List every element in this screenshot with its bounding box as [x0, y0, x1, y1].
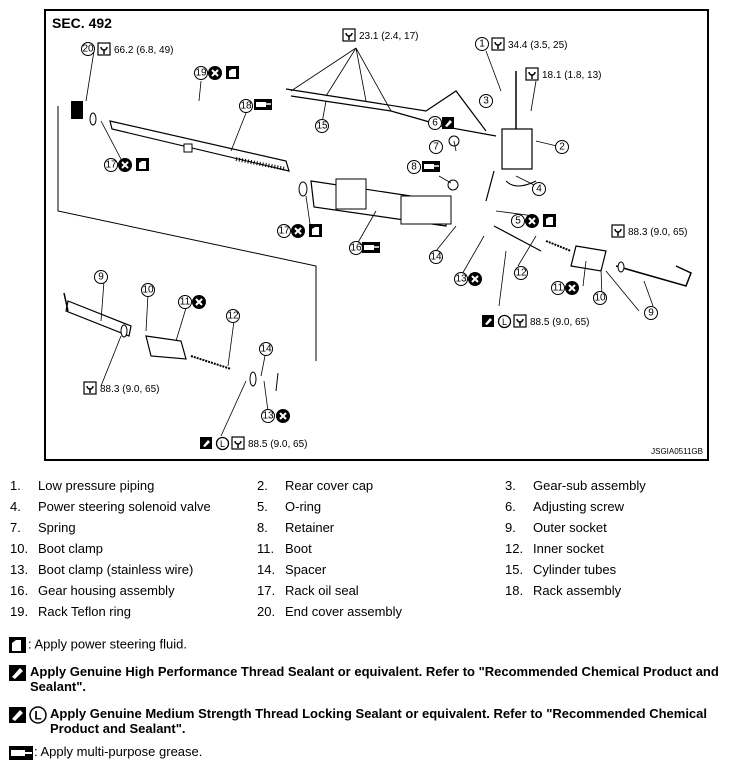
callout-10-right: 10: [593, 291, 607, 305]
svg-text:9: 9: [98, 272, 104, 283]
svg-text:10: 10: [594, 293, 606, 304]
svg-text:14: 14: [430, 252, 442, 263]
callout-20: 20: [81, 42, 95, 56]
callout-15: 15: [315, 119, 329, 133]
svg-text:13: 13: [262, 411, 274, 422]
callout-2: 2: [555, 140, 569, 154]
callout-14-left: 14: [259, 342, 273, 356]
grease-gun-icon: [9, 745, 33, 760]
svg-text:11: 11: [180, 297, 191, 308]
torque-2: 18.1 (1.8, 13): [542, 70, 601, 81]
callout-12-left: 12: [226, 309, 240, 323]
figure-id: JSGIA0511GB: [651, 447, 703, 456]
callout-19: 19: [194, 66, 208, 80]
callout-18: 18: [239, 99, 253, 113]
svg-text:L: L: [34, 709, 41, 723]
torque-12-right: 88.5 (9.0, 65): [530, 317, 589, 328]
svg-text:1: 1: [479, 39, 485, 50]
svg-text:20: 20: [82, 44, 94, 55]
svg-text:6: 6: [432, 118, 438, 129]
callout-8: 8: [407, 160, 421, 174]
svg-text:12: 12: [227, 311, 239, 322]
callout-5: 5: [511, 214, 525, 228]
callout-9-right: 9: [644, 306, 658, 320]
svg-text:18: 18: [240, 101, 252, 112]
callout-17-top: 17: [104, 158, 118, 172]
note-sealant: Apply Genuine High Performance Thread Se…: [8, 664, 730, 694]
svg-text:5: 5: [515, 216, 521, 227]
svg-text:2: 2: [559, 142, 565, 153]
exploded-diagram: SEC. 492 JSGIA0511GB: [44, 9, 709, 461]
note-fluid: : Apply power steering fluid.: [8, 636, 187, 654]
callout-12-right: 12: [514, 266, 528, 280]
svg-text:19: 19: [195, 68, 207, 79]
svg-text:14: 14: [260, 344, 272, 355]
section-label: SEC. 492: [52, 15, 112, 31]
callout-11-right: 11: [551, 281, 565, 295]
svg-text:10: 10: [142, 285, 154, 296]
note-grease: : Apply multi-purpose grease.: [8, 744, 202, 761]
callout-9-left: 9: [94, 270, 108, 284]
torque-9-right: 88.3 (9.0, 65): [628, 227, 687, 238]
callout-17-mid: 17: [277, 224, 291, 238]
svg-text:11: 11: [553, 283, 564, 294]
torque-1: 34.4 (3.5, 25): [508, 40, 567, 51]
callout-4: 4: [532, 182, 546, 196]
svg-text:15: 15: [316, 121, 328, 132]
callout-14-right: 14: [429, 250, 443, 264]
fluid-can-icon: [9, 637, 26, 653]
callout-16: 16: [349, 241, 363, 255]
callout-10-left: 10: [141, 283, 155, 297]
callout-1: 1: [475, 37, 489, 51]
svg-text:12: 12: [515, 268, 527, 279]
svg-text:4: 4: [536, 184, 542, 195]
svg-text:13: 13: [455, 274, 467, 285]
callouts: 20 19 18 17 15 17 16 1 3 2 6 7 8 4 5 14 …: [81, 37, 658, 423]
svg-text:17: 17: [278, 226, 290, 237]
note-locking: L Apply Genuine Medium Strength Thread L…: [8, 706, 730, 736]
callout-6: 6: [428, 116, 442, 130]
svg-text:16: 16: [350, 243, 362, 254]
svg-text:8: 8: [411, 162, 417, 173]
callout-13-right: 13: [454, 272, 468, 286]
torque-9-left: 88.3 (9.0, 65): [100, 384, 159, 395]
svg-text:9: 9: [648, 308, 654, 319]
svg-text:17: 17: [105, 160, 117, 171]
callout-11-left: 11: [178, 295, 192, 309]
callout-13-left: 13: [261, 409, 275, 423]
callout-7: 7: [429, 140, 443, 154]
sealant-icon: [9, 665, 26, 681]
svg-text:7: 7: [433, 142, 439, 153]
callout-3: 3: [479, 94, 493, 108]
diagram-drawing: L: [57, 28, 692, 451]
torque-12-left: 88.5 (9.0, 65): [248, 439, 307, 450]
torque-15: 23.1 (2.4, 17): [359, 31, 418, 42]
sealant-lock-icon: L: [9, 706, 47, 724]
torque-20: 66.2 (6.8, 49): [114, 45, 173, 56]
svg-text:3: 3: [483, 96, 489, 107]
